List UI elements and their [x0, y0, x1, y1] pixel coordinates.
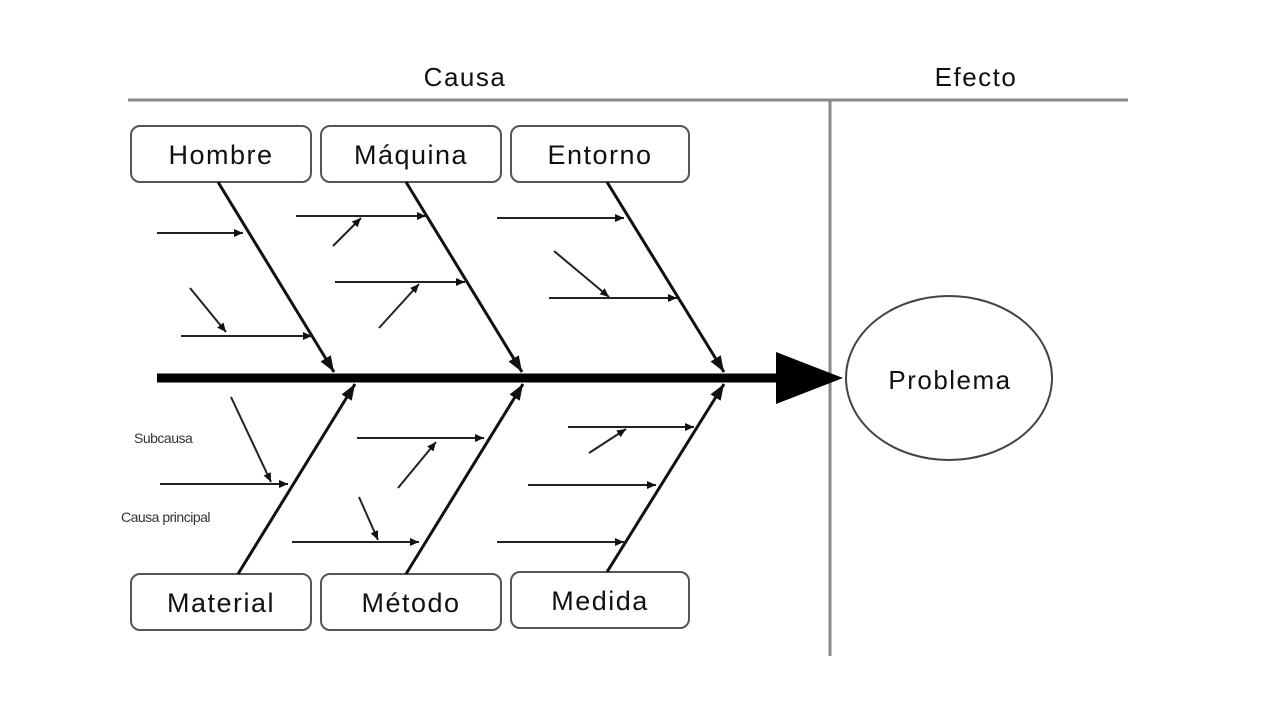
bone-material	[236, 383, 357, 575]
bone-maquina	[404, 181, 524, 373]
sub-subcause-arrow	[378, 283, 420, 329]
bone-entorno	[605, 181, 726, 373]
category-label-entorno: Entorno	[547, 140, 652, 170]
sub-subcause-arrow	[553, 250, 610, 298]
category-box-entorno: Entorno	[510, 125, 690, 183]
category-box-hombre: Hombre	[130, 125, 312, 183]
category-label-metodo: Método	[361, 588, 460, 618]
bone-medida	[605, 383, 726, 573]
annotation-main-cause: Causa principal	[121, 509, 210, 525]
bone-hombre	[216, 181, 336, 373]
annotation-subcause: Subcausa	[134, 430, 193, 446]
category-box-medida: Medida	[510, 571, 690, 629]
category-box-metodo: Método	[320, 573, 502, 631]
main-spine-arrowhead	[776, 352, 843, 404]
effect-ellipse: Problema	[845, 295, 1053, 461]
effect-label: Problema	[888, 365, 1011, 395]
category-box-material: Material	[130, 573, 312, 631]
sub-subcause-arrow	[189, 287, 227, 333]
sub-subcause-arrow	[397, 441, 437, 489]
cause-header: Causa	[424, 62, 507, 92]
sub-subcause-arrow	[358, 496, 379, 541]
sub-subcause-arrow	[230, 396, 272, 483]
sub-subcause-arrow	[332, 217, 362, 247]
bone-metodo	[404, 383, 525, 575]
category-label-maquina: Máquina	[354, 140, 468, 170]
sub-subcause-arrow	[588, 428, 627, 454]
category-label-hombre: Hombre	[168, 140, 273, 170]
category-label-medida: Medida	[551, 586, 649, 616]
category-label-material: Material	[167, 588, 275, 618]
category-box-maquina: Máquina	[320, 125, 502, 183]
effect-header: Efecto	[935, 62, 1018, 92]
